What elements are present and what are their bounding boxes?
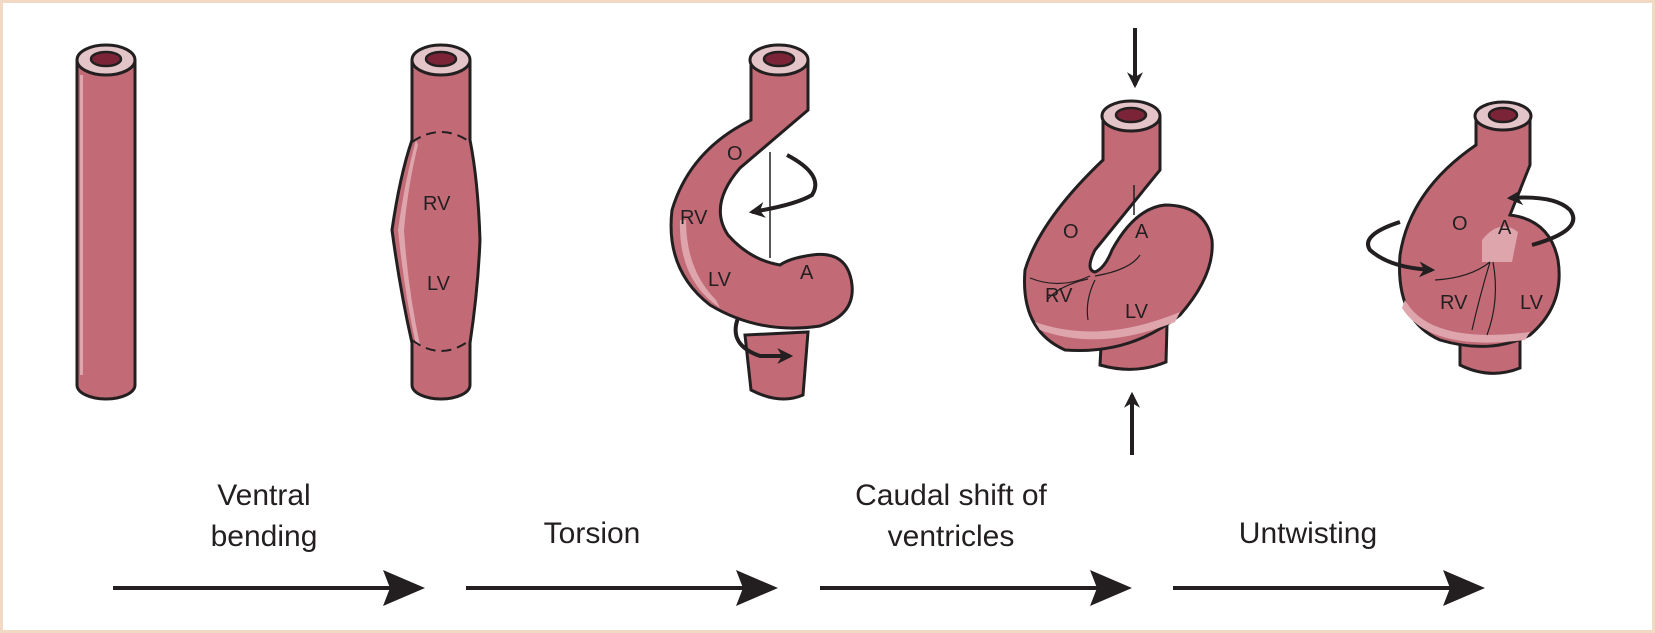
label-a: A <box>1135 221 1149 243</box>
label-a: A <box>1498 217 1512 239</box>
step-label-line1: Caudal shift of <box>855 479 1047 512</box>
label-rv: RV <box>423 193 451 215</box>
arrowhead-icon <box>383 570 425 606</box>
label-o: O <box>727 143 743 165</box>
step-caudal-shift: Caudal shift of ventricles <box>820 479 1132 606</box>
label-a: A <box>800 262 814 284</box>
label-rv: RV <box>1045 285 1073 307</box>
label-lv: LV <box>708 269 732 291</box>
arrowhead-icon <box>1443 570 1485 606</box>
label-rv: RV <box>1440 292 1468 314</box>
step-untwisting: Untwisting <box>1173 517 1485 606</box>
arrowhead-icon <box>736 570 778 606</box>
arrowhead-icon <box>1090 570 1132 606</box>
label-lv: LV <box>1520 292 1544 314</box>
label-rv: RV <box>680 207 708 229</box>
step-label-line1: Ventral <box>217 479 310 512</box>
label-o: O <box>1452 213 1468 235</box>
untwisting-heart: O A RV LV <box>1366 100 1576 375</box>
step-label-line2: Torsion <box>544 517 641 550</box>
step-torsion: Torsion <box>466 517 778 606</box>
ventral-bending-tube: RV LV <box>390 43 482 401</box>
step-label-line2: ventricles <box>888 520 1015 553</box>
label-o: O <box>1063 221 1079 243</box>
step-label-line2: Untwisting <box>1239 517 1377 550</box>
step-ventral-bending: Ventral bending <box>113 479 425 606</box>
label-lv: LV <box>1125 301 1149 323</box>
caudal-shift-heart: O A RV LV <box>1023 28 1214 455</box>
step-label-line2: bending <box>211 520 318 553</box>
straight-heart-tube <box>75 43 137 401</box>
torsion-tube: O RV LV A <box>669 43 854 401</box>
label-lv: LV <box>427 273 451 295</box>
